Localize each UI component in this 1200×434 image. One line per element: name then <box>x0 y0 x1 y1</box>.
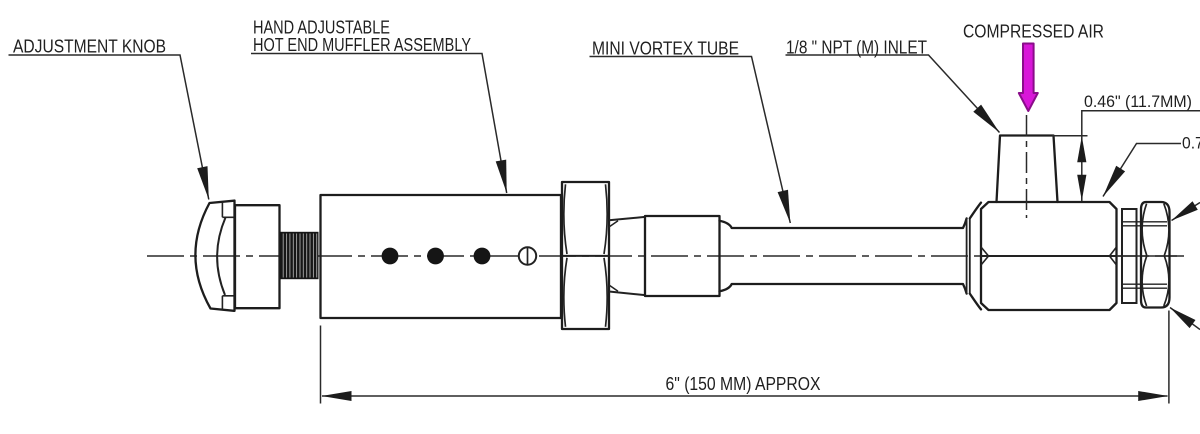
svg-text:1/8 " NPT (M) INLET: 1/8 " NPT (M) INLET <box>786 37 927 57</box>
svg-text:0.75": 0.75" <box>1182 134 1200 153</box>
svg-text:MINI VORTEX TUBE: MINI VORTEX TUBE <box>592 38 739 58</box>
svg-text:COMPRESSED AIR: COMPRESSED AIR <box>963 22 1104 42</box>
svg-text:HOT END MUFFLER ASSEMBLY: HOT END MUFFLER ASSEMBLY <box>253 35 471 55</box>
svg-text:ADJUSTMENT KNOB: ADJUSTMENT KNOB <box>13 36 166 56</box>
svg-text:0.46" (11.7MM): 0.46" (11.7MM) <box>1084 92 1192 111</box>
svg-text:HAND ADJUSTABLE: HAND ADJUSTABLE <box>253 17 390 37</box>
svg-text:6" (150 MM) APPROX: 6" (150 MM) APPROX <box>666 374 821 394</box>
